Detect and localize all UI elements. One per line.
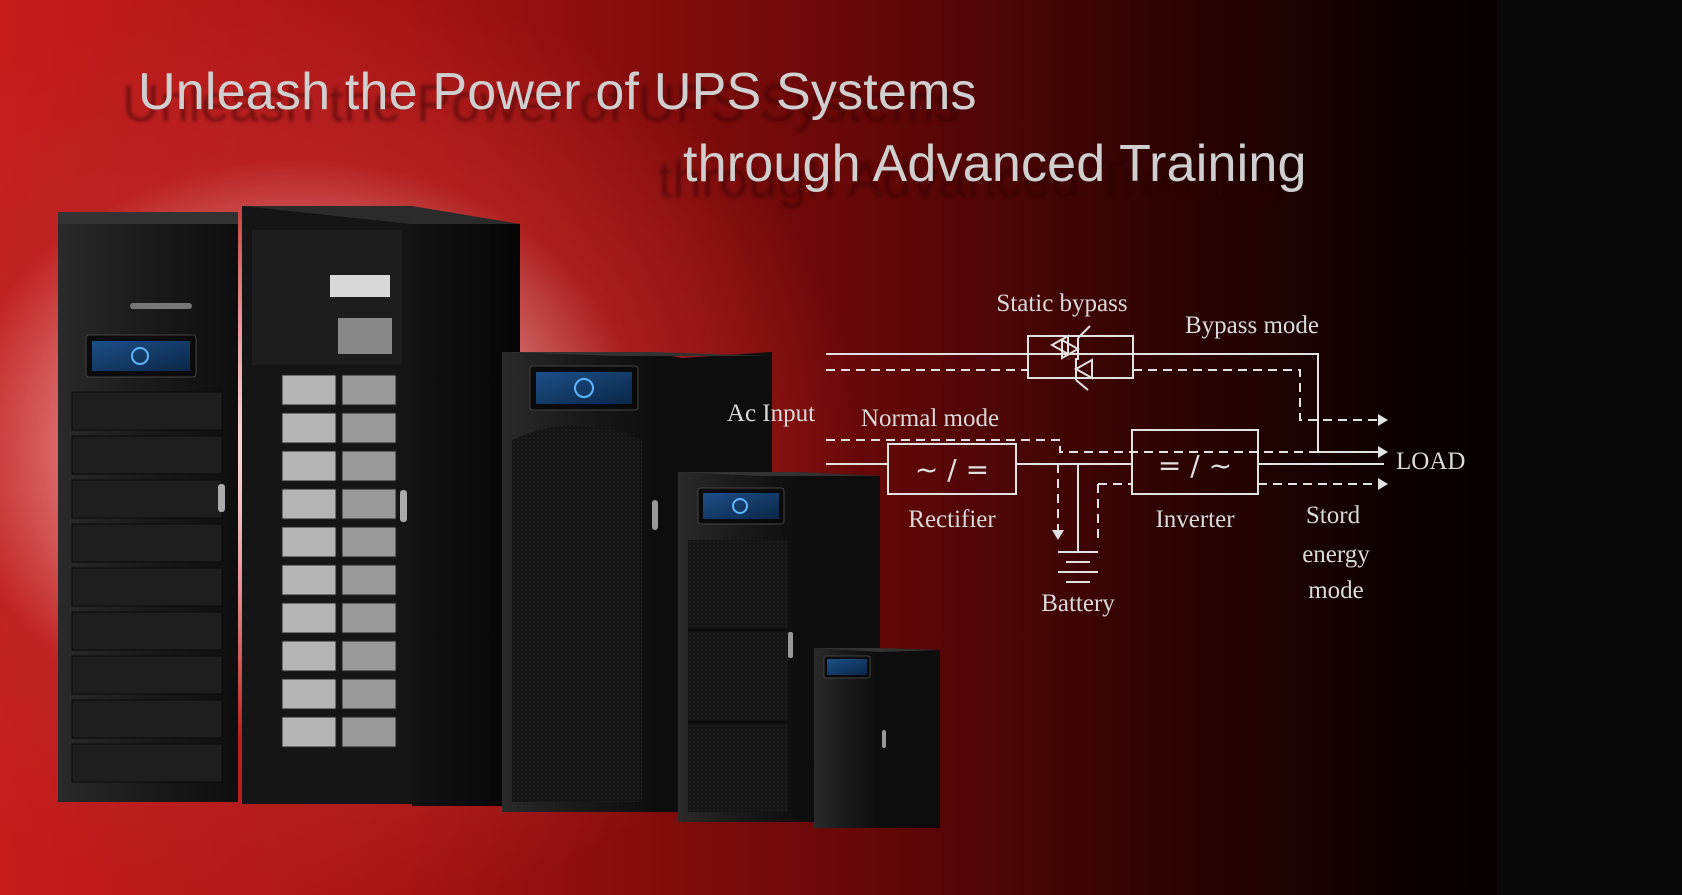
headline-line-2: through Advanced Training [683,135,1307,193]
svg-text:= / ~: = / ~ [1158,449,1232,482]
ups-cabinet-large-open [242,206,520,806]
normal-path [826,439,1388,540]
rack-panel [71,743,223,783]
battery-module [341,716,397,748]
battery-module [281,374,337,406]
battery-module [281,640,337,672]
rack-panel [71,567,223,607]
battery-module [341,678,397,710]
battery-module [341,640,397,672]
battery-module [281,564,337,596]
battery-module [281,412,337,444]
battery-module [281,450,337,482]
bypass-path [826,353,1388,453]
label-energy: energy [1302,541,1370,568]
label-bypass-mode: Bypass mode [1185,312,1319,339]
battery-module [341,488,397,520]
label-inverter: Inverter [1155,506,1235,533]
label-stord: Stord [1306,502,1361,529]
side-band [1497,0,1682,895]
battery-module [341,602,397,634]
battery-module [341,526,397,558]
rectifier-block: ~ / = [887,443,1017,495]
label-normal-mode: Normal mode [861,405,999,432]
battery-module [281,716,337,748]
label-static-bypass: Static bypass [996,290,1127,317]
inverter-block: = / ~ [1131,429,1259,495]
battery-module [281,488,337,520]
rack-panel [71,699,223,739]
rack-panel [71,391,223,431]
label-ac-input: Ac Input [727,400,815,427]
headline-line-1: Unleash the Power of UPS Systems [138,63,977,121]
label-rectifier: Rectifier [908,506,996,533]
rack-panel [71,523,223,563]
label-mode: mode [1308,577,1364,604]
static-bypass-switch [1027,325,1134,391]
ups-cabinet-small [814,648,940,828]
battery-module [341,412,397,444]
battery-module [281,678,337,710]
battery-module [341,450,397,482]
battery-module [281,602,337,634]
battery-symbol [1058,464,1098,583]
battery-module [341,374,397,406]
svg-text:~ / =: ~ / = [915,453,989,486]
battery-module [341,564,397,596]
label-battery: Battery [1041,590,1115,617]
ups-cabinet-small-medium [678,472,880,822]
battery-module [281,526,337,558]
headline-shadow-1: Unleash the Power of UPS Systems [122,75,961,133]
rack-panel [71,435,223,475]
ups-cabinet-large-closed [58,212,238,802]
rack-panel [71,655,223,695]
rack-panel [71,611,223,651]
headline-shadow-2: through Advanced Training [658,151,1282,209]
label-load: LOAD [1396,448,1465,475]
